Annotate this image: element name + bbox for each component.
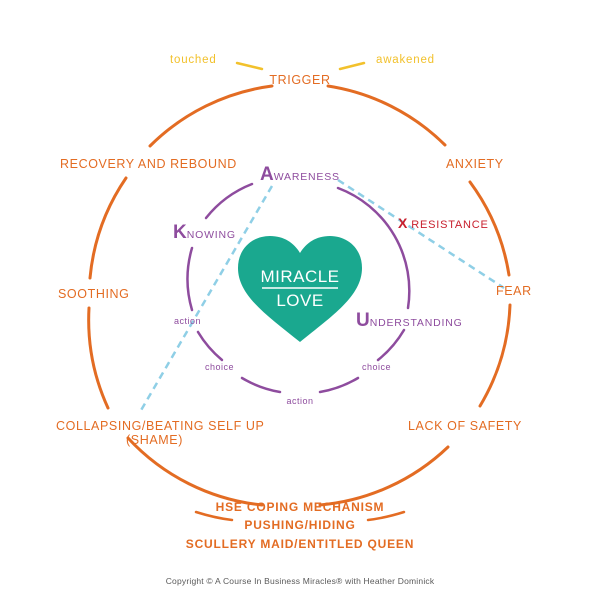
label-shame: (SHAME) xyxy=(126,433,183,447)
label-choice-right: choice xyxy=(362,362,391,372)
understanding-rest: NDERSTANDING xyxy=(370,317,463,329)
label-collapsing: COLLAPSING/BEATING SELF UP xyxy=(56,419,264,433)
label-choice-left: choice xyxy=(205,362,234,372)
outer-cycle-ring xyxy=(87,84,512,507)
inner-arc-choice-action xyxy=(318,376,360,394)
inner-arc-choice-action-left xyxy=(196,330,224,362)
label-lack-of-safety: LACK OF SAFETY xyxy=(408,419,522,433)
outer-arc-anxiety-fear xyxy=(468,180,511,277)
trigger-ticks xyxy=(235,61,366,71)
coping-bracket-left xyxy=(194,510,234,522)
inner-arc-action-choice xyxy=(240,376,282,394)
label-resistance: X RESISTANCE xyxy=(398,215,489,231)
coping-line-hse: HSE COPING MECHANISM xyxy=(216,500,385,514)
inner-arc-awareness-understanding xyxy=(336,186,411,310)
inner-arc-knowing-awareness xyxy=(204,182,254,220)
heart-shape xyxy=(238,236,362,342)
outer-arc-safety-bottom xyxy=(318,445,450,507)
understanding-initial: U xyxy=(356,310,370,331)
coping-brackets xyxy=(194,510,406,522)
resistance-initial: X xyxy=(398,215,408,231)
inner-arc-understanding-choice xyxy=(376,328,406,362)
inner-cycle-ring xyxy=(186,182,411,394)
label-action-left: action xyxy=(174,316,201,326)
label-recovery-and-rebound: RECOVERY AND REBOUND xyxy=(60,157,237,171)
outer-arc-trigger-anxiety xyxy=(326,84,447,147)
label-fear: FEAR xyxy=(496,284,532,298)
label-trigger: TRIGGER xyxy=(269,73,330,87)
dashed-paths xyxy=(138,178,505,413)
copyright-notice: Copyright © A Course In Business Miracle… xyxy=(166,576,435,586)
outer-arc-recovery-trigger xyxy=(148,84,274,148)
outer-arc-fear-safety xyxy=(478,303,512,408)
knowing-initial: K xyxy=(173,222,187,243)
trigger-tick-left xyxy=(235,61,264,71)
label-action-bottom: action xyxy=(286,396,313,406)
label-anxiety: ANXIETY xyxy=(446,157,504,171)
outer-arc-soothing-recovery xyxy=(88,176,128,280)
label-knowing: KNOWING xyxy=(173,222,236,243)
inner-arc-action-knowing xyxy=(186,246,194,312)
outer-arc-bottom-collapse xyxy=(126,436,264,507)
awareness-rest: WARENESS xyxy=(274,171,340,183)
dashed-line-awareness-to-fear xyxy=(337,178,505,290)
knowing-rest: NOWING xyxy=(187,229,236,241)
trigger-side-left-label: touched xyxy=(170,54,217,66)
label-soothing: SOOTHING xyxy=(58,287,129,301)
dashed-line-awareness-to-collapse xyxy=(138,185,274,413)
coping-line-pushing-hiding: PUSHING/HIDING xyxy=(244,518,355,532)
outer-arc-collapse-soothing xyxy=(87,306,110,410)
coping-bracket-right xyxy=(366,510,406,522)
awareness-initial: A xyxy=(260,164,274,185)
coping-line-scullery: SCULLERY MAID/ENTITLED QUEEN xyxy=(186,537,414,551)
trigger-tick-right xyxy=(338,61,366,71)
label-awareness: AWARENESS xyxy=(260,164,340,185)
heart-label-love: LOVE xyxy=(276,291,323,310)
resistance-rest: RESISTANCE xyxy=(407,219,488,231)
trigger-side-right-label: awakened xyxy=(376,54,435,66)
heart-label-miracle: MIRACLE xyxy=(260,267,339,286)
label-understanding: UNDERSTANDING xyxy=(356,310,463,331)
